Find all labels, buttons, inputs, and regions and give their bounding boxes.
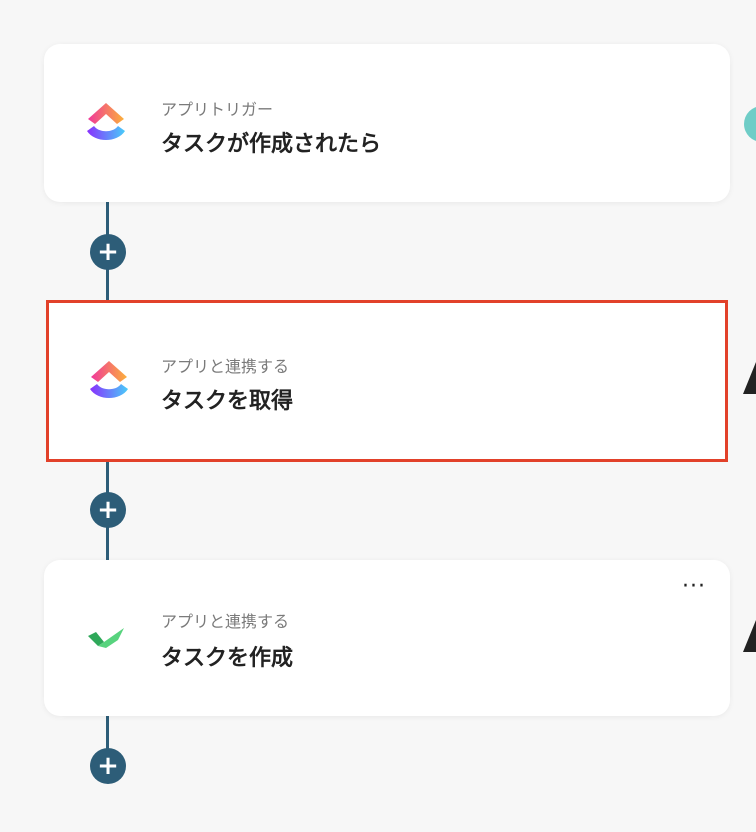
plus-icon: + xyxy=(97,751,119,781)
more-options-icon[interactable]: ··· xyxy=(682,574,706,599)
arrow-icon xyxy=(743,362,756,394)
plus-icon: + xyxy=(97,237,119,267)
step-card-trigger[interactable]: アプリトリガー タスクが作成されたら xyxy=(44,44,730,202)
flow-connector xyxy=(106,716,109,756)
checkmark-app-icon xyxy=(88,628,124,648)
step-card-get-task[interactable]: アプリと連携する タスクを取得 xyxy=(46,300,728,462)
step-title: タスクが作成されたら xyxy=(161,132,382,157)
add-step-button[interactable]: + xyxy=(90,748,126,784)
step-subtitle: アプリと連携する xyxy=(161,357,290,376)
plus-icon: + xyxy=(97,495,119,525)
add-step-button[interactable]: + xyxy=(90,492,126,528)
step-title: タスクを取得 xyxy=(161,389,294,414)
arrow-icon xyxy=(743,620,756,652)
clickup-icon xyxy=(87,103,125,140)
step-subtitle: アプリと連携する xyxy=(161,612,290,631)
step-subtitle: アプリトリガー xyxy=(161,100,274,119)
clickup-icon xyxy=(90,361,128,398)
add-step-button[interactable]: + xyxy=(90,234,126,270)
step-title: タスクを作成 xyxy=(161,646,294,671)
status-dot xyxy=(744,106,756,142)
step-card-create-task[interactable]: アプリと連携する タスクを作成 ··· xyxy=(44,560,730,716)
